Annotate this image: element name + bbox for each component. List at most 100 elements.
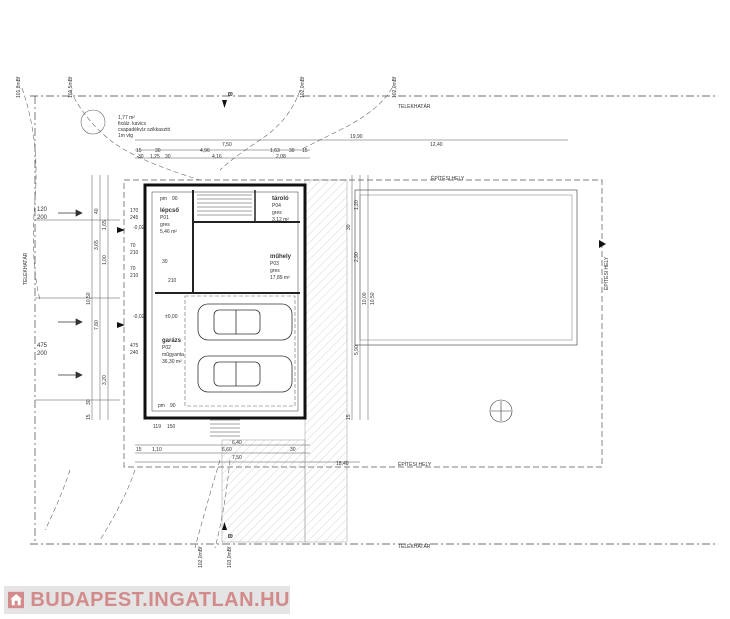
section-b-label-bottom: B	[226, 534, 232, 539]
house-logo-icon	[8, 591, 25, 609]
property-line-label-top: TELEKHATÁR	[398, 103, 431, 110]
dim-bottom: 1,10	[152, 447, 162, 453]
building-zone-label-bottom: ÉPÍTÉSI HELY	[398, 461, 432, 468]
section-arrow-icon	[117, 100, 606, 530]
dim-top: 30	[155, 148, 161, 154]
opening-label: 210	[130, 273, 139, 279]
opening-label: 90	[170, 403, 176, 409]
dim-left: 3,20	[102, 375, 108, 385]
dim-bottom: 119	[153, 424, 161, 430]
dim-bottom: 6,40	[232, 440, 242, 446]
dim-bottom: 6,60	[222, 447, 232, 453]
building-zone-label-right: ÉPÍTÉSI HELY	[603, 256, 610, 290]
elevation-label: 103,0mBf	[227, 546, 233, 568]
dim-top: 7,50	[222, 142, 232, 148]
dimension-lines	[35, 139, 568, 463]
dim-top: 1,25	[150, 154, 160, 160]
septic-line3: 1m vtg	[118, 133, 133, 139]
dim-right: 10,50	[370, 292, 376, 305]
dim-top: 15	[302, 148, 308, 154]
dim-left: 7,80	[94, 320, 100, 330]
room-name-lepcso: lépcső	[160, 208, 179, 214]
opening-label: 70	[130, 243, 136, 249]
elevation-label: 101,5mBf	[68, 76, 74, 98]
parking-bay	[184, 295, 296, 407]
opening-label: 210	[168, 278, 177, 284]
level-label: -0,02	[133, 314, 145, 320]
elevation-label: 102,0mBf	[392, 76, 398, 98]
level-label: ±0,00	[165, 314, 178, 320]
septic-line1: fixálz. kavics	[118, 121, 147, 127]
opening-label: 245	[130, 215, 139, 221]
dim-left: 10,50	[86, 292, 92, 305]
dim-bottom: 18,40	[336, 461, 349, 467]
watermark-text: BUDAPEST.INGATLAN.HU	[30, 588, 290, 611]
opening-label: 120	[37, 207, 48, 213]
dim-top: 30	[165, 154, 171, 160]
room-code-lepcso: P01	[160, 215, 169, 221]
opening-label: 200	[37, 351, 48, 357]
stair-treads	[197, 194, 252, 437]
opening-label: 70	[130, 266, 136, 272]
opening-label: 90	[172, 196, 178, 202]
hatched-strip	[304, 179, 348, 543]
building-zone	[123, 179, 603, 468]
building-zone-label-top: ÉPÍTÉSI HELY	[431, 175, 465, 182]
north-arrow-icon	[489, 399, 513, 423]
dim-left: 3,65	[94, 240, 100, 250]
septic-line2: csapadékvíz szikkasztó	[118, 127, 170, 133]
opening-label: 30	[162, 259, 168, 265]
room-area-lepcso: 5,46 m²	[160, 229, 177, 235]
dim-bottom: 15	[136, 447, 142, 453]
septic-area: 1,77 m²	[118, 115, 135, 121]
room-floor-muhely: gres	[270, 268, 280, 274]
entrance-arrow-icon	[58, 209, 83, 379]
dim-bottom: 30	[290, 447, 296, 453]
dim-top: 4,96	[200, 148, 210, 154]
section-b-label-top: B	[226, 92, 232, 97]
dim-top: 2,08	[276, 154, 286, 160]
dim-top: 12,40	[430, 142, 443, 148]
dim-left: 1,00	[102, 255, 108, 265]
outdoor-slab-inner	[359, 194, 573, 341]
room-floor-garazs: műgyanta	[162, 352, 184, 358]
opening-label: 475	[130, 343, 139, 349]
property-lines	[30, 95, 718, 545]
parapet-label: pm	[160, 196, 167, 202]
dim-right: 2,90	[354, 252, 360, 262]
room-area-garazs: 36,30 m²	[162, 359, 182, 365]
dim-left: 30	[86, 399, 92, 405]
dim-top: 4,16	[212, 154, 222, 160]
dim-right: 1,20	[354, 200, 360, 210]
opening-label: 210	[130, 250, 139, 256]
dim-bottom: 150	[167, 424, 176, 430]
room-area-muhely: 17,89 m²	[270, 275, 290, 281]
opening-label: 475	[37, 343, 48, 349]
room-name-tarolo: tároló	[272, 196, 289, 202]
dim-top: 19,90	[350, 134, 363, 140]
watermark-banner: BUDAPEST.INGATLAN.HU	[4, 586, 290, 614]
dim-top: 30	[138, 154, 144, 160]
septic-tank-icon	[80, 109, 106, 135]
room-name-muhely: műhely	[270, 254, 292, 260]
hatched-lower	[221, 439, 306, 543]
elevation-label: 102,0mBf	[198, 546, 204, 568]
opening-label: 240	[130, 350, 139, 356]
opening-label: 170	[130, 208, 139, 214]
dim-left: 40	[94, 208, 100, 214]
car-icon	[197, 355, 293, 393]
property-line-label-bottom: TELEKHATÁR	[398, 543, 431, 550]
car-icon	[197, 303, 293, 341]
dim-left: 1,65	[102, 220, 108, 230]
elevation-label: 102,0mBf	[300, 76, 306, 98]
dim-top: 30	[289, 148, 295, 154]
outdoor-slab	[354, 189, 578, 346]
opening-label: 200	[37, 215, 48, 221]
room-name-garazs: garázs	[162, 338, 182, 344]
room-code-tarolo: P04	[272, 203, 281, 209]
room-code-garazs: P02	[162, 345, 171, 351]
room-code-muhely: P03	[270, 261, 279, 267]
dim-right: 10,00	[362, 292, 368, 305]
dim-right: 5,90	[354, 345, 360, 355]
